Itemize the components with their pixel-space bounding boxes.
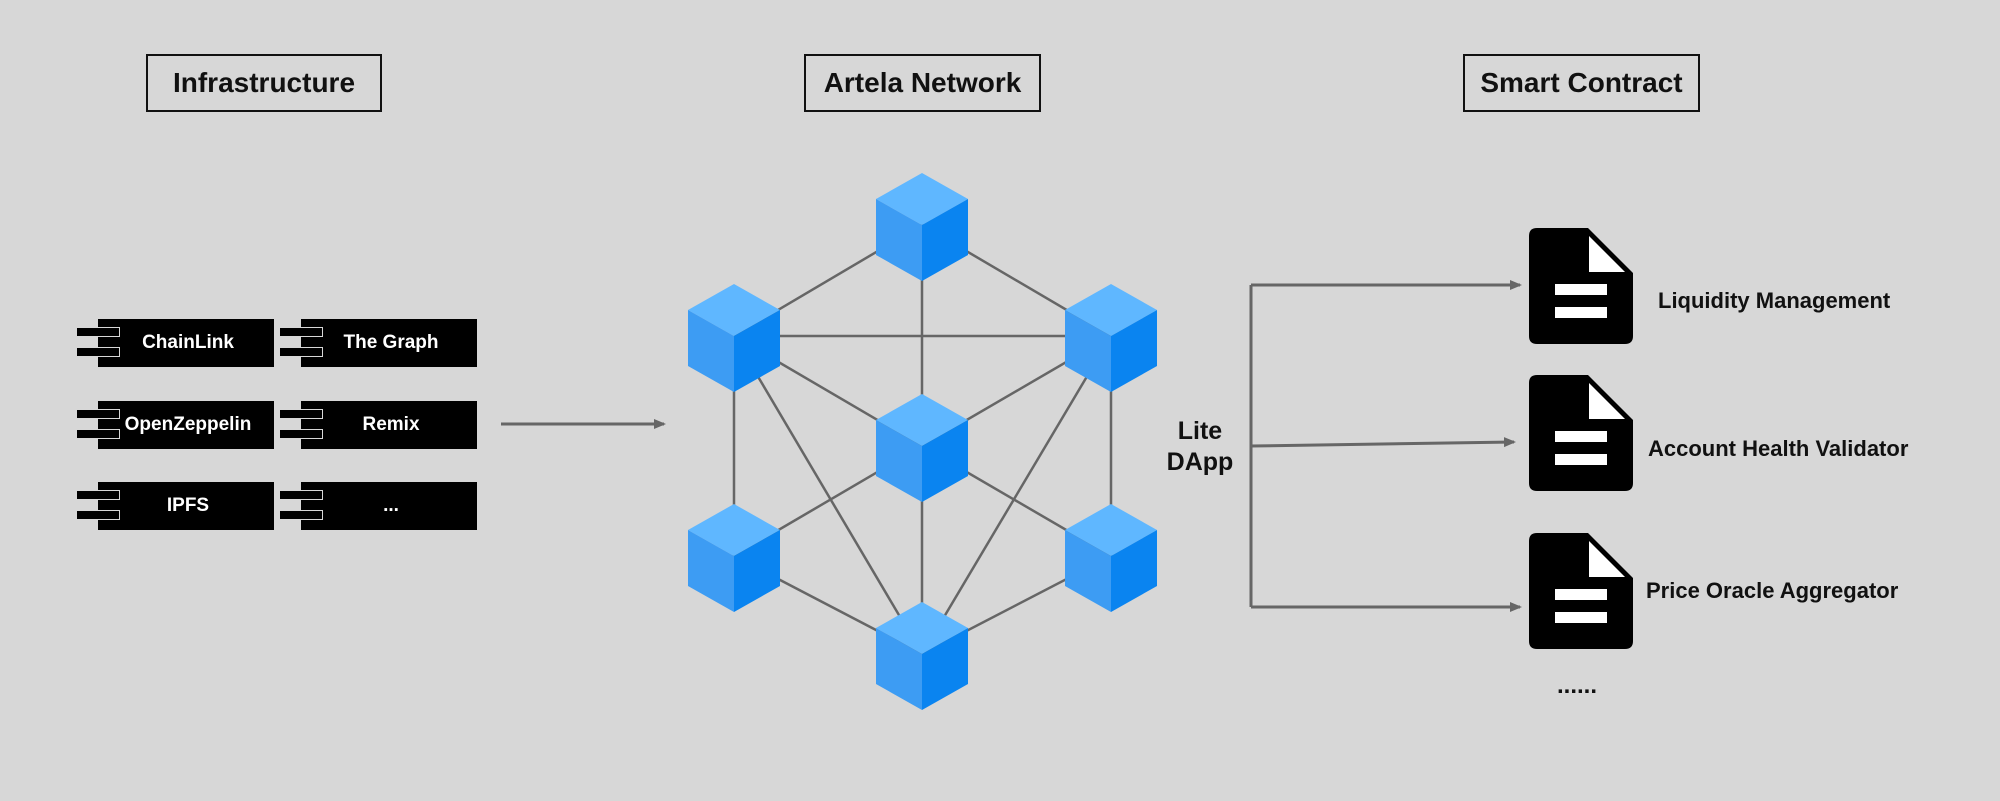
edge-upper-left-bottom bbox=[732, 335, 924, 655]
component-label: ChainLink bbox=[142, 332, 234, 353]
more-contracts-ellipsis: ...... bbox=[1557, 672, 1598, 699]
component-tab bbox=[279, 429, 323, 439]
document-icon bbox=[1529, 228, 1633, 344]
contract-liquidity-management: Liquidity Management bbox=[1658, 288, 1891, 313]
network-header-label: Artela Network bbox=[823, 67, 1022, 98]
cube-face bbox=[876, 420, 922, 502]
lite-dapp-line2: DApp bbox=[1166, 448, 1234, 476]
component-tab bbox=[76, 327, 120, 337]
cube-face bbox=[1111, 530, 1157, 612]
contract-account-health-validator: Account Health Validator bbox=[1648, 436, 1909, 461]
cube-icon bbox=[876, 394, 968, 502]
component-label: ... bbox=[383, 495, 399, 516]
component-ipfs: IPFS bbox=[76, 482, 274, 530]
arrow-to-account-health-validator bbox=[1250, 437, 1516, 448]
component-tab bbox=[76, 409, 120, 419]
component-tab bbox=[76, 490, 120, 500]
component-label: The Graph bbox=[343, 332, 439, 353]
component-tab bbox=[279, 347, 323, 357]
lite-dapp-line1: Lite bbox=[1177, 417, 1223, 445]
cube-face bbox=[1065, 310, 1111, 392]
component-the-graph: The Graph bbox=[279, 319, 477, 367]
document-icon bbox=[1529, 533, 1633, 649]
cube-icon bbox=[1065, 504, 1157, 612]
cube-face bbox=[922, 420, 968, 502]
cube-face bbox=[734, 530, 780, 612]
cube-face bbox=[876, 628, 922, 710]
cube-face bbox=[876, 199, 922, 281]
cube-icon bbox=[876, 173, 968, 281]
component-label: OpenZeppelin bbox=[124, 414, 252, 435]
cube-icon bbox=[1065, 284, 1157, 392]
component-label: Remix bbox=[362, 414, 420, 435]
lite-dapp-label: Lite DApp bbox=[1160, 416, 1240, 478]
cube-face bbox=[922, 199, 968, 281]
component-tab bbox=[279, 327, 323, 337]
component-remix: Remix bbox=[279, 401, 477, 449]
component-openzeppelin: OpenZeppelin bbox=[76, 401, 274, 449]
component-tab bbox=[76, 347, 120, 357]
infrastructure-header: Infrastructure bbox=[146, 54, 382, 112]
cube-face bbox=[734, 310, 780, 392]
cube-icon bbox=[688, 284, 780, 392]
component-tab bbox=[279, 490, 323, 500]
component-chainlink: ChainLink bbox=[76, 319, 274, 367]
infrastructure-header-label: Infrastructure bbox=[172, 67, 356, 98]
cube-face bbox=[688, 310, 734, 392]
smart-contract-header: Smart Contract bbox=[1463, 54, 1700, 112]
component-more: ... bbox=[279, 482, 477, 530]
lite-dapp-connector bbox=[1249, 280, 1522, 612]
cube-face bbox=[922, 628, 968, 710]
contract-icons bbox=[1529, 228, 1633, 649]
cube-face bbox=[1065, 530, 1111, 612]
cube-face bbox=[688, 530, 734, 612]
network-header: Artela Network bbox=[804, 54, 1041, 112]
contract-price-oracle-aggregator: Price Oracle Aggregator bbox=[1646, 578, 1899, 603]
smart-contract-header-label: Smart Contract bbox=[1480, 67, 1683, 98]
cube-face bbox=[1111, 310, 1157, 392]
component-tab bbox=[76, 429, 120, 439]
component-tab bbox=[76, 510, 120, 520]
edge-upper-right-bottom bbox=[920, 335, 1113, 655]
cube-icon bbox=[688, 504, 780, 612]
document-icon bbox=[1529, 375, 1633, 491]
component-label: IPFS bbox=[166, 495, 210, 516]
component-tab bbox=[279, 409, 323, 419]
network-nodes bbox=[688, 173, 1157, 710]
component-tab bbox=[279, 510, 323, 520]
cube-icon bbox=[876, 602, 968, 710]
